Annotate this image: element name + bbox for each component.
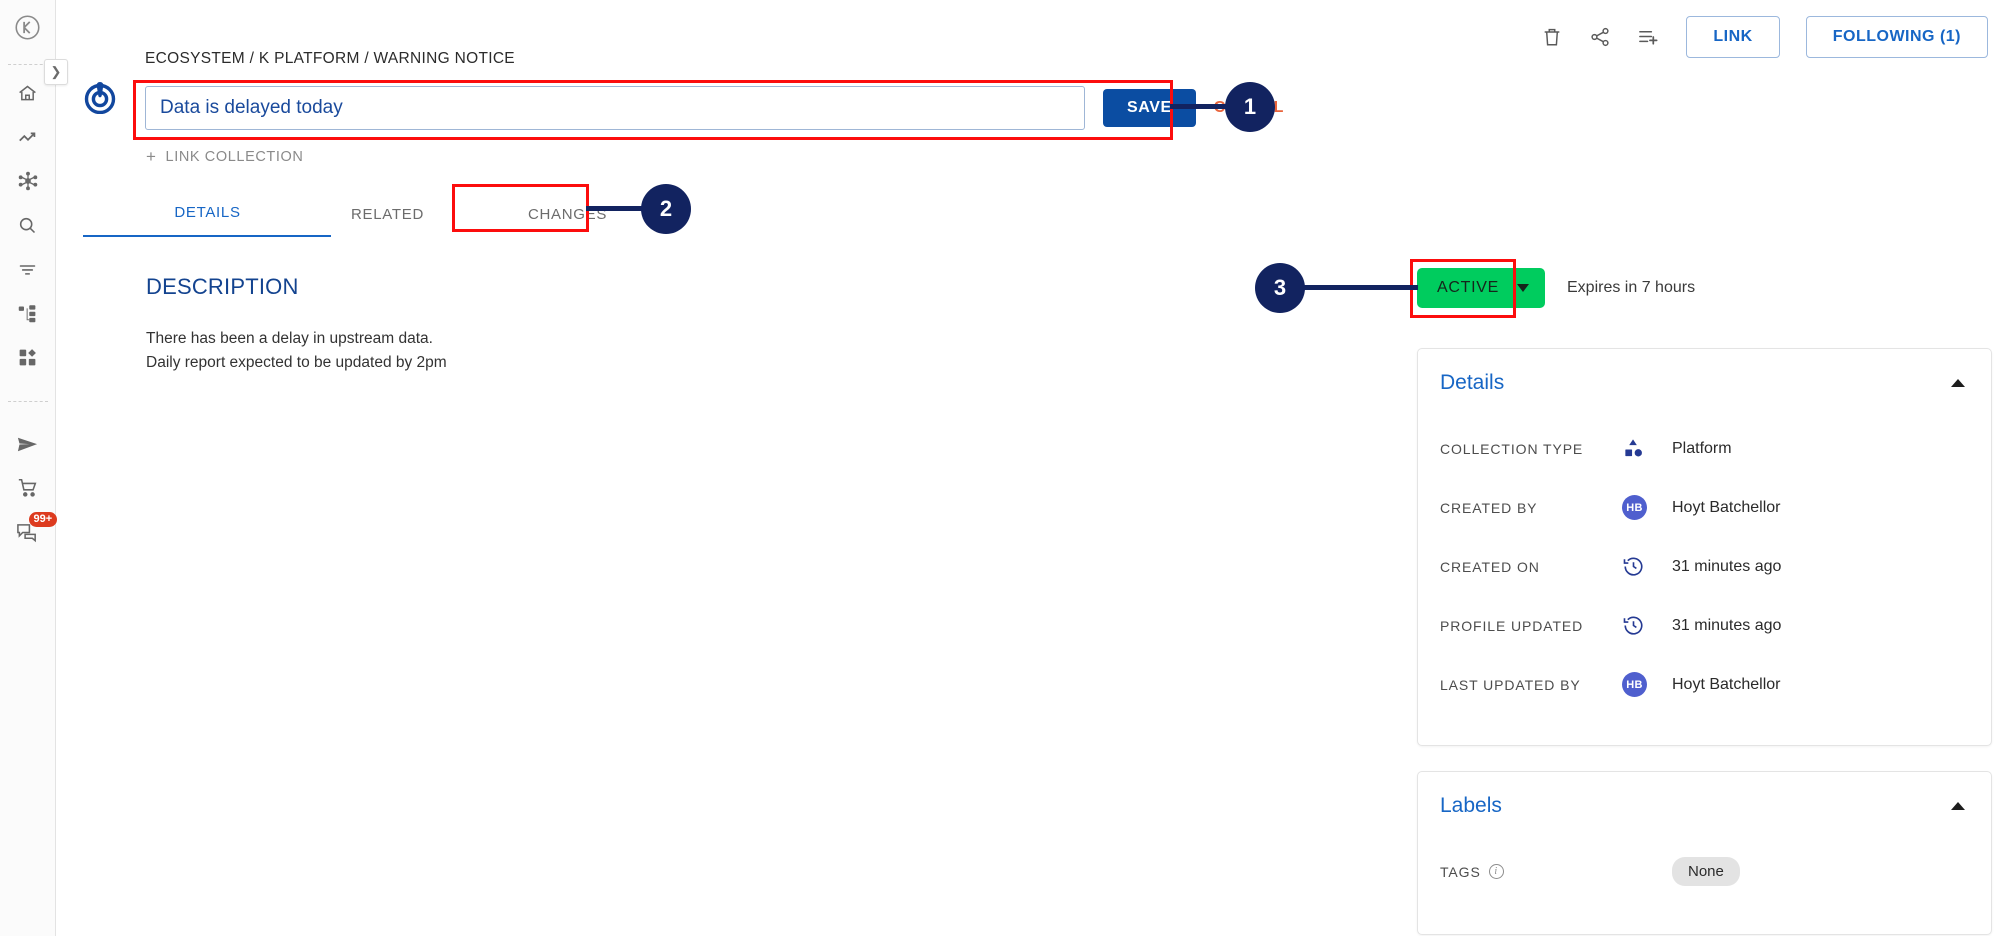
left-nav-rail: 99+ [0,0,58,936]
tab-details[interactable]: DETAILS [145,192,270,237]
labels-panel-header: Labels [1418,772,1991,818]
broadcast-alert-icon [82,78,118,119]
trash-icon[interactable] [1541,26,1563,48]
tags-value: None [1672,857,1740,886]
search-icon[interactable] [7,203,49,247]
link-collection-button[interactable]: + LINK COLLECTION [146,147,303,167]
trending-icon[interactable] [7,115,49,159]
detail-row-collection-type: COLLECTION TYPE Platform [1440,419,1969,478]
tab-changes[interactable]: CHANGES [527,206,608,223]
detail-label: PROFILE UPDATED [1440,617,1584,634]
chevron-right-icon[interactable]: ❯ [44,59,68,85]
annotation-marker-1: 1 [1225,82,1275,132]
status-label: ACTIVE [1437,279,1499,296]
details-rows: COLLECTION TYPE Platform CREATED BY HB H… [1418,395,1991,714]
detail-value: Platform [1672,439,1732,457]
description-line-1: There has been a delay in upstream data. [146,330,433,347]
home-icon[interactable] [7,71,49,115]
caret-up-icon[interactable] [1951,379,1965,387]
add-to-list-icon[interactable] [1637,26,1660,49]
title-input[interactable] [145,86,1085,130]
hierarchy-icon[interactable] [7,291,49,335]
annotation-marker-3: 3 [1255,263,1305,313]
following-button[interactable]: FOLLOWING (1) [1805,16,1988,58]
labels-panel: Labels TAGS i None [1417,771,1992,935]
tags-label: TAGS [1440,863,1481,880]
history-clock-icon [1622,614,1672,637]
send-icon[interactable] [7,422,49,466]
k-circle-logo[interactable] [14,14,41,46]
link-button[interactable]: LINK [1686,16,1780,58]
rail-divider-top [7,64,48,65]
network-hub-icon[interactable] [7,159,49,203]
detail-row-created-by: CREATED BY HB Hoyt Batchellor [1440,478,1969,537]
avatar: HB [1622,495,1672,520]
dashboard-icon[interactable] [7,335,49,379]
detail-value: Hoyt Batchellor [1672,498,1781,516]
history-clock-icon [1622,555,1672,578]
details-panel: Details COLLECTION TYPE Platform CREATED… [1417,348,1992,746]
annotation-line-1 [1170,104,1250,109]
status-row: ACTIVE Expires in 7 hours [1417,268,1695,308]
labels-panel-title: Labels [1440,794,1502,817]
link-collection-label: LINK COLLECTION [165,149,304,165]
cart-icon[interactable] [7,466,49,510]
description-line-2: Daily report expected to be updated by 2… [146,354,447,372]
detail-row-created-on: CREATED ON 31 minutes ago [1440,537,1969,596]
caret-up-icon[interactable] [1951,802,1965,810]
tab-related[interactable]: RELATED [351,206,424,223]
annotation-marker-2: 2 [641,184,691,234]
details-panel-title: Details [1440,371,1505,394]
plus-icon: + [146,147,157,166]
tags-label-group: TAGS i [1440,864,1622,880]
chat-icon[interactable]: 99+ [7,510,58,554]
avatar-initials: HB [1622,495,1647,520]
description-heading: DESCRIPTION [146,274,299,299]
chat-badge: 99+ [28,512,58,528]
annotation-line-2 [586,206,656,211]
tab-bar: DETAILS RELATED CHANGES [145,192,630,237]
detail-row-last-updated-by: LAST UPDATED BY HB Hoyt Batchellor [1440,655,1969,714]
detail-label: CREATED ON [1440,558,1540,575]
detail-value: 31 minutes ago [1672,557,1782,575]
avatar-initials: HB [1622,672,1647,697]
rail-divider-bottom [7,401,48,402]
detail-row-profile-updated: PROFILE UPDATED 31 minutes ago [1440,596,1969,655]
info-icon[interactable]: i [1488,864,1504,879]
detail-label: CREATED BY [1440,499,1538,516]
title-edit-row: SAVE CANCEL [145,86,1284,130]
breadcrumb: ECOSYSTEM / K PLATFORM / WARNING NOTICE [145,50,515,67]
expires-text: Expires in 7 hours [1567,279,1696,296]
avatar: HB [1622,672,1672,697]
status-badge[interactable]: ACTIVE [1417,268,1545,308]
annotation-line-3 [1300,285,1418,290]
caret-down-icon [1517,284,1529,292]
filter-icon[interactable] [7,247,49,291]
share-icon[interactable] [1589,26,1611,48]
detail-value: Hoyt Batchellor [1672,675,1781,693]
description-body: There has been a delay in upstream data.… [146,327,447,375]
detail-label: LAST UPDATED BY [1440,676,1581,693]
top-toolbar: LINK FOLLOWING (1) [1541,16,1988,58]
detail-value: 31 minutes ago [1672,616,1782,634]
labels-row-tags: TAGS i None [1440,842,1969,901]
detail-label: COLLECTION TYPE [1440,440,1584,457]
labels-rows: TAGS i None [1418,818,1991,901]
details-panel-header: Details [1418,349,1991,395]
shapes-icon [1622,437,1672,460]
